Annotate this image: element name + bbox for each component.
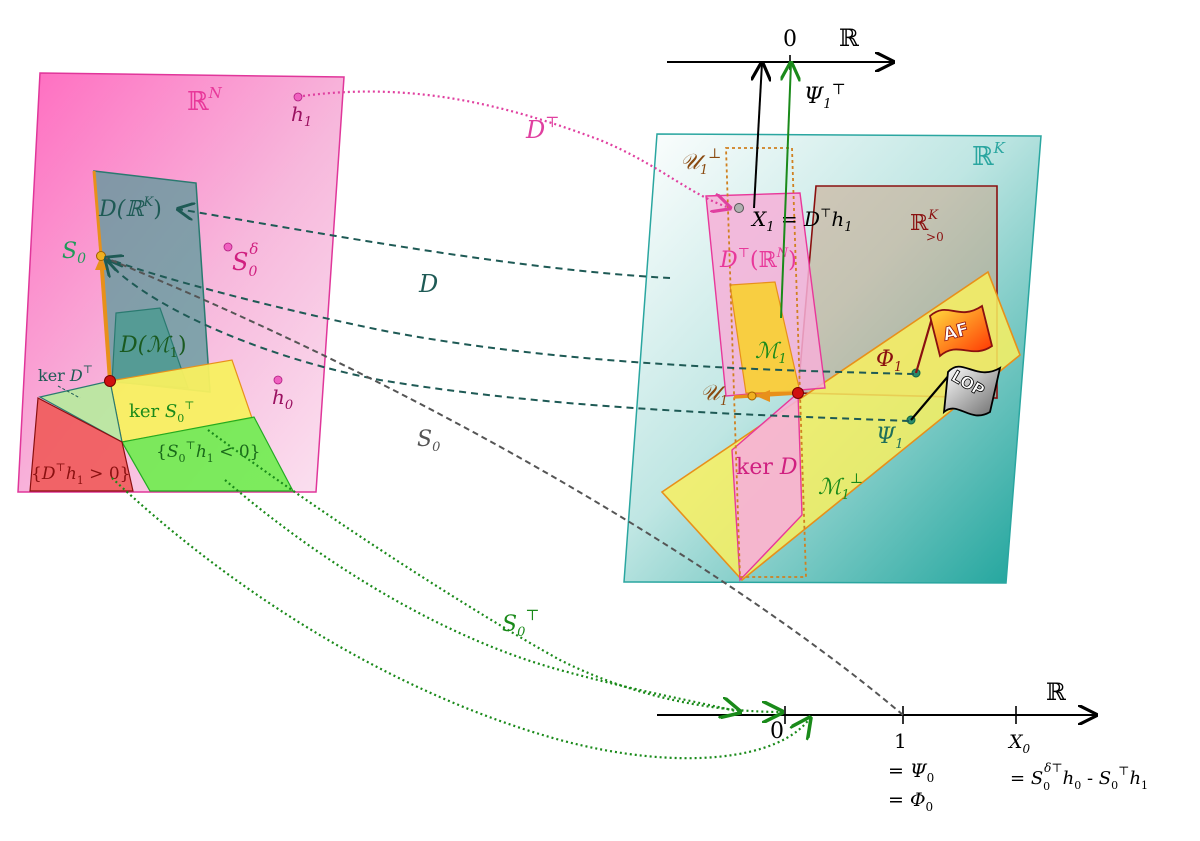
d-m1-label: D(ℳ1) (119, 333, 187, 361)
s0-ray (99, 255, 112, 382)
range-d-label: D(ℝK) (98, 195, 162, 222)
s0t-negative-region (121, 416, 294, 492)
phi0-label: = Φ0 (888, 789, 933, 814)
u1-arrowhead (756, 390, 770, 402)
s0t-map-arrow-1 (207, 429, 782, 712)
h0-label: h0 (272, 385, 293, 413)
s0delta-dot (223, 242, 233, 252)
d-map-arrow (178, 209, 671, 279)
dt-map-arrow (302, 90, 730, 208)
h1-label: h1 (291, 102, 312, 130)
top-axis-zero-label: 0 (783, 27, 797, 52)
ker-dt-region (38, 380, 123, 444)
u1-perp-region (725, 147, 807, 578)
ker-d-label: ker D (736, 455, 798, 480)
s0-map-arrow (105, 257, 904, 716)
x0-label: X0 (1007, 731, 1031, 756)
x0-definition: = S0δ⊤h0 - S0⊤h1 (1010, 761, 1148, 793)
ker-d-region (731, 391, 803, 582)
bottom-axis-r-label: ℝ (1046, 678, 1067, 706)
origin-dot-left (104, 375, 116, 387)
mapping-arrows: D⊤ D S0 S0⊤ (105, 90, 915, 760)
space-rk: AF LOP ℝK 𝒰1⊥ X1 = D⊤h1 ℝK>0 D⊤(ℝN) ℳ1 Φ… (623, 133, 1042, 584)
flag-lop: LOP (910, 365, 1002, 421)
origin-dot-right (792, 387, 804, 399)
dt-region-label: {D⊤h1 > 0} (31, 461, 130, 487)
d-phi1-arrow (106, 258, 915, 375)
rn-label: ℝN (187, 84, 223, 117)
s0-map-label: S0 (417, 427, 440, 455)
ker-dt-label: ker D⊤ (38, 363, 93, 385)
dt-map-label: D⊤ (525, 113, 559, 144)
flag-af: AF (914, 304, 994, 374)
u1-dot (747, 391, 757, 401)
phi1-label: Φ1 (876, 347, 902, 375)
bottom-axis: ℝ 0 1 = Ψ0 = Φ0 X0 = S0δ⊤h0 - S0⊤h1 (657, 678, 1148, 814)
dt-range-label: D⊤(ℝN) (719, 246, 797, 273)
s0t-map-label: S0⊤ (502, 606, 539, 640)
ker-dt-leader (57, 385, 81, 399)
range-d-edge (92, 170, 103, 257)
s0-point-label: S0 (62, 239, 86, 267)
ker-s0t-label: ker S0⊤ (129, 399, 195, 425)
top-axis-r-label: ℝ (839, 24, 860, 52)
h0-dot (273, 375, 283, 385)
orthant-label: ℝK>0 (910, 208, 944, 244)
m1-label: ℳ1 (755, 339, 787, 367)
bottom-axis-one-label: 1 (894, 729, 907, 753)
rk-label: ℝK (972, 139, 1006, 172)
psi1-label: Ψ1 (876, 424, 904, 452)
bottom-axis-zero-label: 0 (770, 719, 784, 744)
d-psi1-arrow (106, 260, 910, 422)
x1-label: X1 = D⊤h1 (750, 206, 853, 235)
space-rn: ℝN h1 h0 S0δ S0 D(ℝK) D(ℳ1) ker D⊤ ker S… (17, 72, 345, 493)
dt-positive-region (29, 397, 134, 492)
h1-dot (293, 92, 303, 102)
m1-perp-label: ℳ1⊥ (818, 471, 863, 503)
s0-delta-label: S0δ (232, 240, 258, 280)
s0-dot (96, 251, 106, 261)
psi1t-label: Ψ1⊤ (804, 80, 846, 112)
psi1t-arrow (780, 63, 791, 319)
d-map-label: D (418, 270, 438, 298)
s0t-map-arrow-3 (111, 477, 810, 760)
x1-dot (734, 203, 744, 213)
x1-evaluation-arrow (754, 63, 762, 209)
top-axis: 0 ℝ Ψ1⊤ (667, 24, 893, 319)
psi0-label: = Ψ0 (888, 760, 934, 785)
